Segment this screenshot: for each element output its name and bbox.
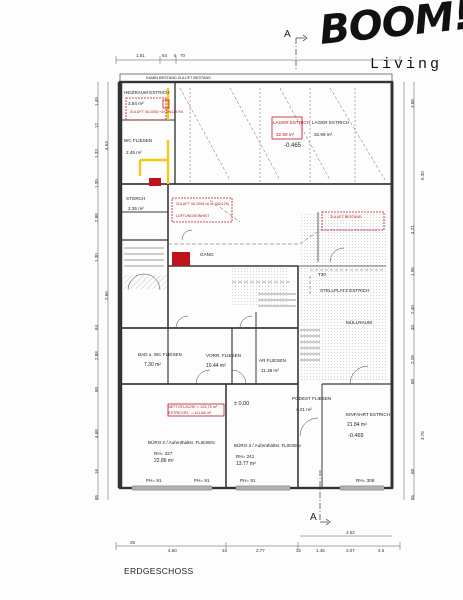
sill-d: RH= 308	[356, 478, 375, 483]
section-line-bottom	[319, 470, 331, 526]
section-mark-top: A	[284, 29, 291, 40]
sill-a: PH= 91	[146, 478, 162, 483]
dim-top-1: 1.61	[136, 53, 145, 58]
floor-title: ERDGESCHOSS	[124, 566, 194, 576]
elevation-top: -0.465	[284, 143, 302, 149]
room-lager-left-name: LAGER ESTRICH	[273, 120, 311, 125]
room-buero3-name: BÜRO 3 / Aufenthaltsr. FLIESEN	[234, 443, 301, 448]
room-heizraum-name: HEIZRAUM ESTRICH	[124, 90, 170, 95]
dimension-chain-left	[97, 82, 109, 500]
dim-bottom-5: 1.45	[316, 548, 325, 553]
section-line-top	[295, 34, 308, 70]
yellow-markers	[138, 88, 170, 184]
dim-right-1: 3.88	[410, 99, 415, 108]
room-gang-name: GANG	[200, 252, 214, 257]
room-storch-area: 2.35 m²	[128, 206, 144, 211]
dim-right-10: 68	[410, 468, 415, 474]
sill-c: PH= 91	[240, 478, 256, 483]
summary-estrich: ESTRICHFL. = 111,68 m²	[168, 411, 212, 415]
room-lager-left-area: 32.99 m²	[276, 132, 295, 137]
dim-left-6: 2.88	[94, 213, 99, 222]
dim-bottom-1: 4.60	[168, 548, 177, 553]
dimension-chain-top	[115, 56, 401, 64]
room-ar-area: 11.38 m²	[261, 368, 279, 373]
summary-netto: NETTOFLÄCHE = 125,75 m²	[168, 405, 218, 409]
dim-right-4: 1.96	[410, 267, 415, 276]
dim-left-4: 1.30	[94, 179, 99, 188]
dim-left-3: 1.33	[94, 149, 99, 158]
green-lines	[309, 269, 384, 296]
t30-label: T30	[318, 272, 326, 277]
dim-left-8: 2.66	[104, 291, 109, 300]
room-ar-name: AR FLIESEN	[259, 358, 286, 363]
dim-right-3: 4.21	[410, 225, 415, 234]
dim-left-1: 1.49	[94, 97, 99, 106]
dim-left-5: 4.53	[104, 141, 109, 150]
room-podest-name: PODEST FLIESEN	[292, 396, 332, 401]
room-vorr-name: VORR. FLIESEN	[206, 353, 241, 358]
dim-left-11: 80	[94, 386, 99, 392]
dim-right-2: 6.30	[420, 171, 425, 180]
dim-bottom-small-2: 3.52	[346, 530, 355, 535]
room-muell-name: MÜLLRAUM	[346, 320, 372, 325]
dim-right-5: 2.40	[410, 305, 415, 314]
room-bad-wc-name: BAD u. WC FLIESEN	[138, 352, 182, 357]
dim-top-3: 6	[174, 53, 177, 58]
sill-b: PH= 91	[194, 478, 210, 483]
zuluft-label-2: ZULUFT VA 2008 ±6 l/s (20x125)	[176, 202, 229, 206]
dim-bottom-3: 2.77	[256, 548, 265, 553]
red-markers	[149, 99, 190, 266]
room-stellplatz-name: STELLPLATZ ESTRICH	[320, 288, 370, 293]
dim-bottom-6: 3.07	[346, 548, 355, 553]
elevation-mid: ± 0.00	[234, 401, 250, 407]
room-einfahrt-area: 21.84 m²	[347, 422, 367, 428]
dim-left-13: 16	[94, 468, 99, 474]
dim-right-9: 3.78	[420, 431, 425, 440]
dim-left-14: 85	[94, 494, 99, 500]
room-wc-small-name: WC FLIESEN	[124, 138, 153, 143]
room-buero2-area: 22.86 m²	[154, 458, 174, 464]
dim-left-7: 1.30	[94, 253, 99, 262]
room-buero3-area: 13.77 m²	[236, 461, 256, 467]
room-lager-right-name: LAGER ESTRICH	[312, 120, 350, 125]
room-storch-name: STORCH	[126, 196, 146, 201]
room-buero2-rh: RH= 327	[154, 451, 173, 456]
zuluft-label-1: ZULUFT VA 2008 +2x DN125 Rd.	[130, 110, 184, 114]
dimension-chain-bottom	[115, 535, 401, 550]
room-buero3-rh: RH= 241	[236, 454, 255, 459]
dimension-chain-right	[403, 82, 415, 500]
dim-bottom-2: 34	[222, 548, 228, 553]
section-mark-bottom: A	[310, 512, 317, 523]
dim-bottom-7: 4.5	[378, 548, 385, 553]
room-bad-wc-area: 7.30 m²	[144, 362, 161, 368]
dim-left-9: 84	[94, 324, 99, 330]
room-einfahrt-name: EINFAHRT ESTRICH	[346, 412, 390, 417]
room-heizraum-area: 3.84 m²	[128, 101, 144, 106]
dim-left-12: 4.68	[94, 429, 99, 438]
dim-right-8: 80	[410, 378, 415, 384]
room-buero2-name: BÜRO 2 / Aufenthaltsr. FLIESEN	[148, 440, 215, 445]
dim-right-11: 85	[410, 494, 415, 500]
room-lager-right-area: 32.99 m²	[314, 132, 333, 137]
dim-bottom-4: 32	[296, 548, 302, 553]
zuluft-label-3: ZULUFT BESTAND	[330, 215, 362, 219]
top-strip-label: KAMIN BESTAND ZULUFT BESTAND	[146, 76, 211, 80]
elevation-einfahrt: -0.465	[348, 433, 364, 439]
room-vorr-area: 10.44 m²	[206, 363, 226, 369]
lueftung-label: LÜFTUNGSEINHEIT	[176, 214, 210, 218]
dim-right-7: 2.28	[410, 355, 415, 364]
dim-right-6: 40	[410, 324, 415, 330]
dim-left-2: 12	[94, 122, 99, 128]
dim-top-4: 70	[180, 53, 186, 58]
dim-top-2: 64	[162, 53, 168, 58]
room-podest-area: 4.21 m²	[296, 407, 312, 412]
dim-bottom-small-1: 26	[130, 540, 136, 545]
dim-left-10: 2.88	[94, 351, 99, 360]
room-wc-small-area: 2.45 m²	[126, 150, 142, 155]
